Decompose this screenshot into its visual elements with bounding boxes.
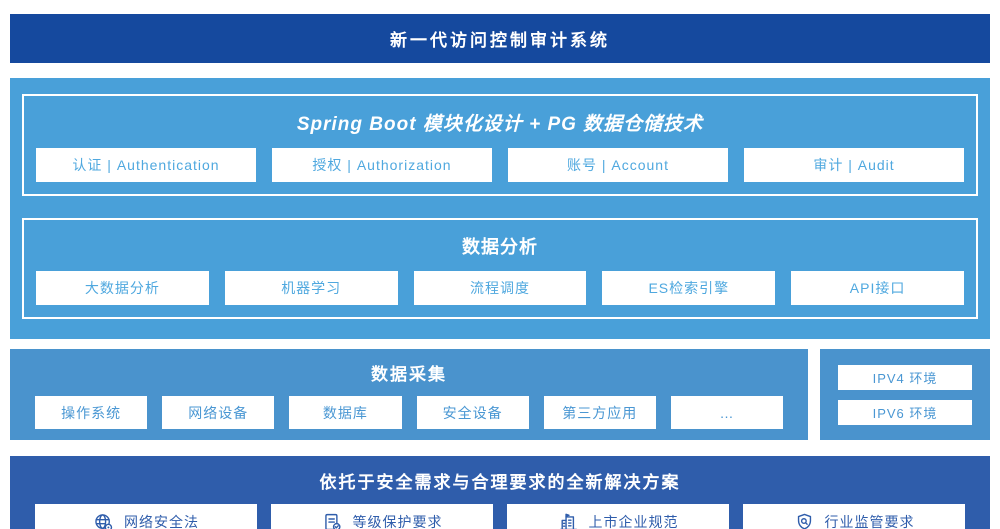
collection-box-more: … bbox=[670, 396, 784, 429]
collection-box-database: 数据库 bbox=[289, 396, 402, 429]
solution-row: 网络安全法 等级保护要求 bbox=[35, 504, 965, 529]
system-title-bar: 新一代访问控制审计系统 bbox=[10, 14, 990, 63]
solution-box-listed-company: 上市企业规范 bbox=[507, 504, 729, 529]
collection-box-third-party: 第三方应用 bbox=[543, 396, 656, 429]
module-box-authorization: 授权 | Authorization bbox=[272, 148, 492, 182]
shield-search-icon bbox=[797, 513, 811, 529]
collection-box-os: 操作系统 bbox=[35, 396, 148, 429]
ipv-environment-panel: IPV4 环境 IPV6 环境 bbox=[820, 349, 990, 440]
module-box-audit: 审计 | Audit bbox=[744, 148, 964, 182]
analysis-box-workflow: 流程调度 bbox=[413, 271, 587, 305]
collection-row: 操作系统 网络设备 数据库 安全设备 第三方应用 … bbox=[35, 396, 784, 429]
platform-section: Spring Boot 模块化设计 + PG 数据仓储技术 认证 | Authe… bbox=[10, 78, 990, 339]
analysis-box-api: API接口 bbox=[791, 271, 964, 305]
collection-section: 数据采集 操作系统 网络设备 数据库 安全设备 第三方应用 … bbox=[10, 349, 808, 440]
modules-subsection: Spring Boot 模块化设计 + PG 数据仓储技术 认证 | Authe… bbox=[22, 94, 978, 196]
system-title: 新一代访问控制审计系统 bbox=[390, 31, 610, 50]
analysis-box-ml: 机器学习 bbox=[224, 271, 398, 305]
collection-box-network: 网络设备 bbox=[162, 396, 275, 429]
solution-title: 依托于安全需求与合理要求的全新解决方案 bbox=[319, 473, 681, 492]
collection-title: 数据采集 bbox=[371, 365, 447, 384]
module-box-account: 账号 | Account bbox=[508, 148, 728, 182]
collection-box-security: 安全设备 bbox=[416, 396, 529, 429]
analysis-subsection: 数据分析 大数据分析 机器学习 流程调度 ES检索引擎 API接口 bbox=[22, 218, 978, 319]
solution-box-label: 等级保护要求 bbox=[352, 514, 443, 529]
modules-row: 认证 | Authentication 授权 | Authorization 账… bbox=[36, 148, 964, 182]
modules-title: Spring Boot 模块化设计 + PG 数据仓储技术 bbox=[296, 114, 704, 135]
ipv6-box: IPV6 环境 bbox=[838, 399, 972, 425]
analysis-box-es-search: ES检索引擎 bbox=[602, 271, 776, 305]
solution-box-classified-protection: 等级保护要求 bbox=[271, 504, 493, 529]
building-flag-icon bbox=[559, 513, 577, 529]
globe-location-icon bbox=[95, 513, 113, 529]
ipv4-box: IPV4 环境 bbox=[838, 364, 972, 390]
solution-box-label: 行业监管要求 bbox=[824, 514, 915, 529]
module-box-authentication: 认证 | Authentication bbox=[36, 148, 256, 182]
document-check-icon bbox=[324, 513, 341, 529]
solution-box-industry-regulation: 行业监管要求 bbox=[743, 504, 965, 529]
solution-box-cybersecurity-law: 网络安全法 bbox=[35, 504, 257, 529]
middle-row: 数据采集 操作系统 网络设备 数据库 安全设备 第三方应用 … IPV4 环境 … bbox=[10, 349, 990, 440]
analysis-title: 数据分析 bbox=[462, 237, 538, 257]
analysis-box-bigdata: 大数据分析 bbox=[36, 271, 209, 305]
solution-box-label: 上市企业规范 bbox=[588, 514, 679, 529]
solution-section: 依托于安全需求与合理要求的全新解决方案 网络安全法 bbox=[10, 456, 990, 529]
analysis-row: 大数据分析 机器学习 流程调度 ES检索引擎 API接口 bbox=[36, 271, 964, 305]
solution-box-label: 网络安全法 bbox=[124, 514, 199, 529]
